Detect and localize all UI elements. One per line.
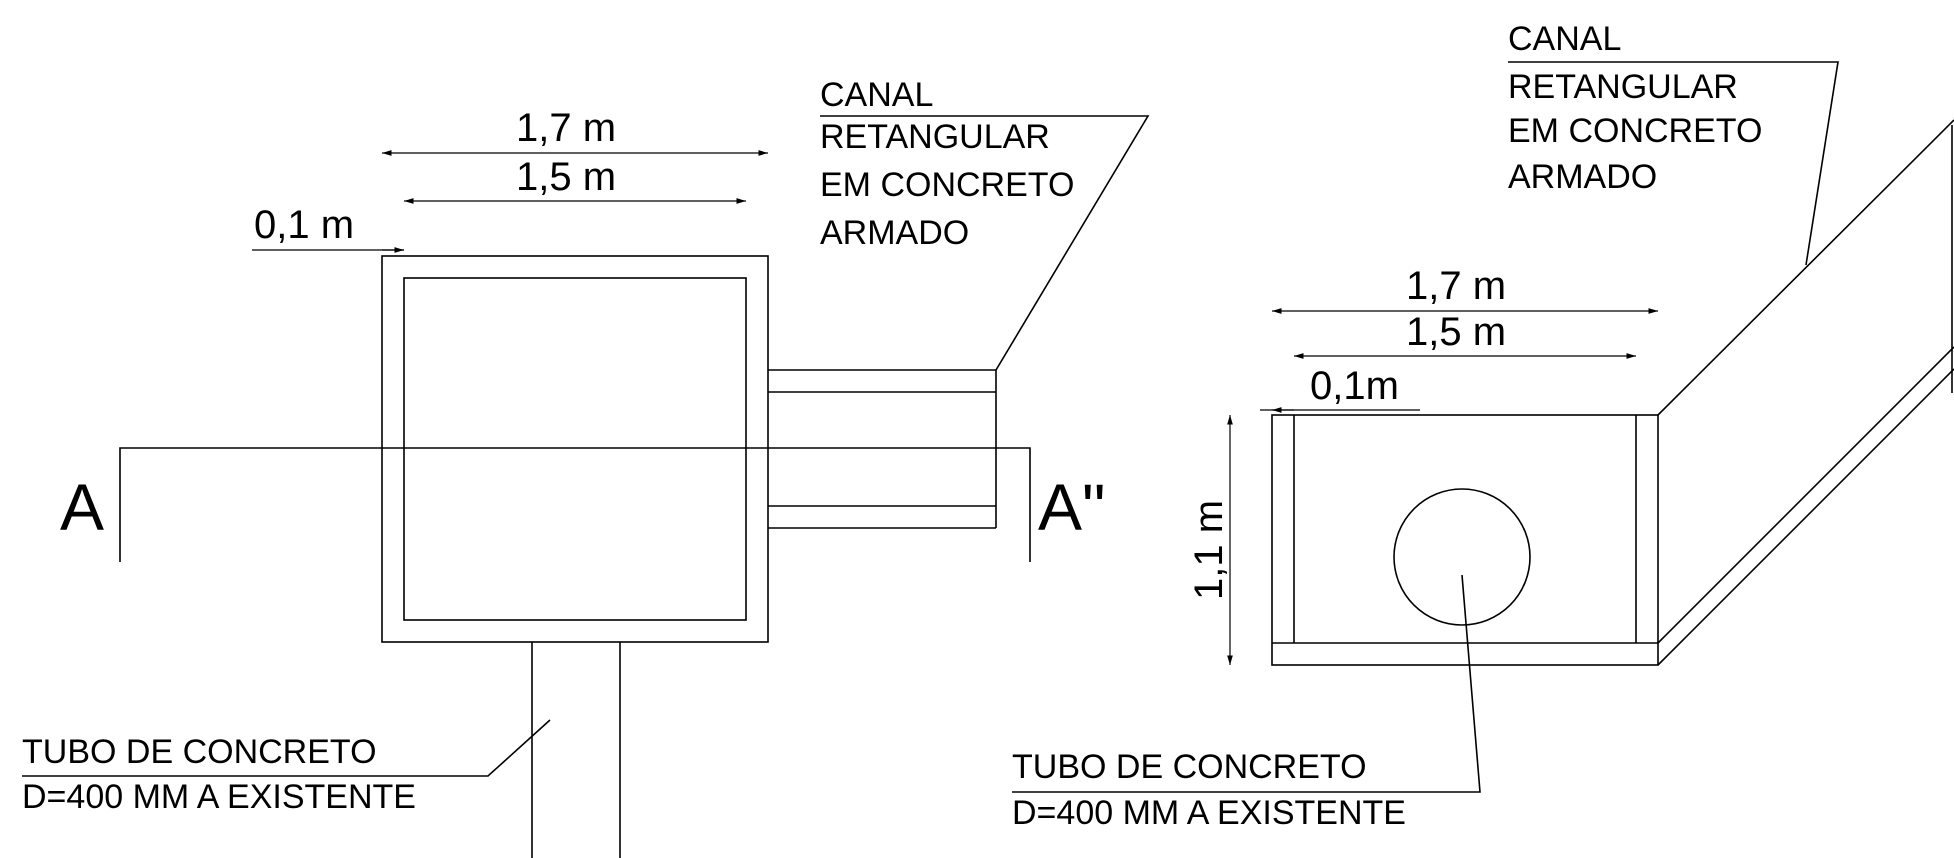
plan-box-outer	[381, 255, 769, 643]
svg-text:CANAL: CANAL	[1508, 20, 1621, 58]
svg-text:EM CONCRETO: EM CONCRETO	[820, 166, 1074, 204]
svg-text:EM CONCRETO: EM CONCRETO	[1508, 112, 1762, 150]
sec-dim-inner-label: 1,5 m	[1406, 310, 1506, 354]
plan-channel	[768, 369, 997, 529]
sec-dim-outer-label: 1,7 m	[1406, 264, 1506, 308]
section-label-left: A	[60, 470, 104, 544]
plan-pipe-label: TUBO DE CONCRETO D=400 MM A EXISTENTE	[22, 719, 551, 816]
sec-dim-height-label: 1,1 m	[1187, 500, 1231, 600]
svg-text:RETANGULAR: RETANGULAR	[1508, 68, 1738, 106]
section-view: 1,7 m 1,5 m 0,1m 1,1 m CANAL RETANGULAR …	[1012, 20, 1954, 832]
svg-text:RETANGULAR: RETANGULAR	[820, 118, 1050, 156]
section-pipe-leader	[1012, 574, 1481, 793]
svg-text:TUBO DE CONCRETO: TUBO DE CONCRETO	[1012, 748, 1367, 786]
section-box-outer	[1271, 414, 1659, 666]
dim-inner-label: 1,5 m	[516, 155, 616, 199]
dim-wall-label: 0,1 m	[254, 203, 354, 247]
section-channel-leader	[1508, 61, 1839, 266]
plan-box-inner	[403, 277, 747, 621]
svg-text:CANAL: CANAL	[820, 76, 933, 114]
svg-text:ARMADO: ARMADO	[820, 214, 969, 252]
section-channel-perspective	[1657, 119, 1954, 666]
plan-pipe	[531, 642, 621, 858]
svg-text:ARMADO: ARMADO	[1508, 158, 1657, 196]
section-cut-line	[119, 447, 1031, 562]
section-label-right: A"	[1038, 470, 1105, 544]
section-pipe-circle	[1393, 488, 1531, 626]
plan-channel-label: CANAL RETANGULAR EM CONCRETO ARMADO	[820, 76, 1150, 371]
plan-pipe-leader	[22, 719, 551, 777]
svg-text:TUBO DE CONCRETO: TUBO DE CONCRETO	[22, 733, 377, 771]
svg-text:D=400 MM A EXISTENTE: D=400 MM A EXISTENTE	[22, 778, 416, 816]
svg-text:D=400 MM A EXISTENTE: D=400 MM A EXISTENTE	[1012, 794, 1406, 832]
sec-dim-wall-label: 0,1m	[1310, 364, 1399, 408]
plan-view: A A" 1,7 m 1,5 m 0,1 m CANAL RETANGULAR …	[22, 76, 1150, 858]
section-channel-label: CANAL RETANGULAR EM CONCRETO ARMADO	[1508, 20, 1839, 266]
dim-outer-label: 1,7 m	[516, 106, 616, 150]
plan-channel-leader	[820, 115, 1150, 371]
section-pipe-label: TUBO DE CONCRETO D=400 MM A EXISTENTE	[1012, 574, 1481, 832]
